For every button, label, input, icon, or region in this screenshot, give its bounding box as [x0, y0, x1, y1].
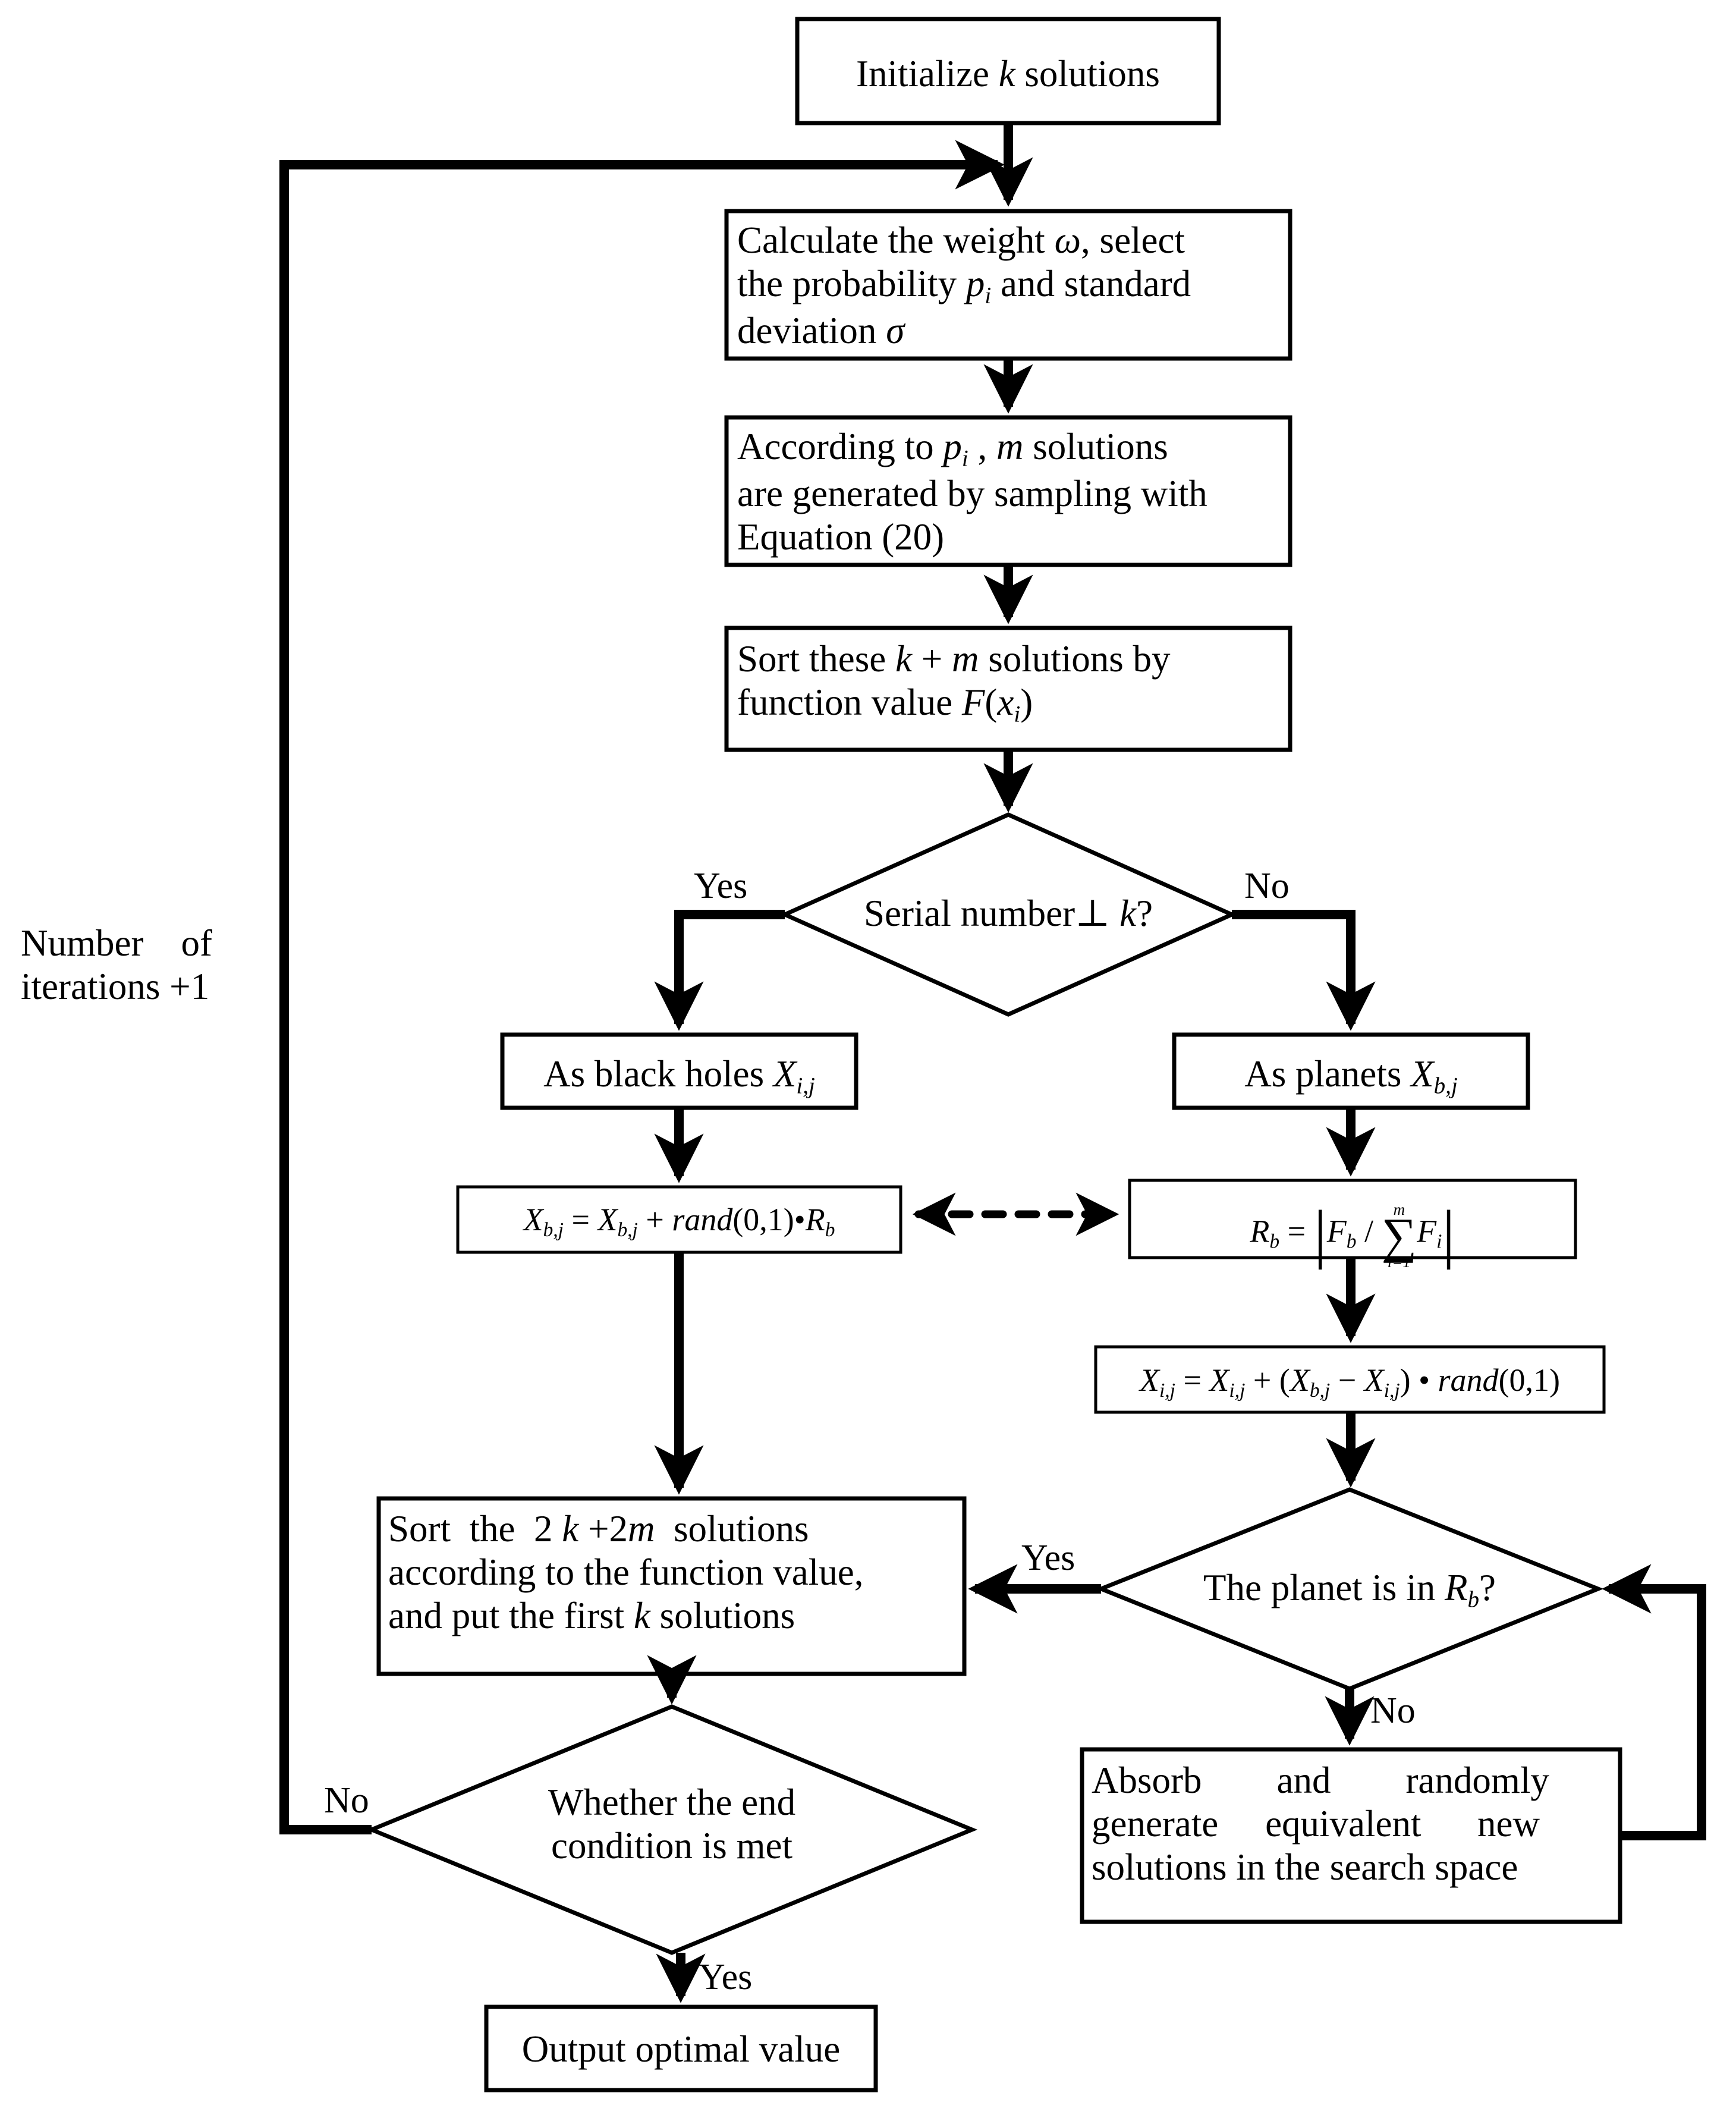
node-planet-in-rb-label: The planet is in Rb?	[1203, 1567, 1496, 1613]
node-black-holes-label: As black holes Xi,j	[543, 1053, 815, 1099]
node-planets[interactable]	[1172, 1032, 1530, 1110]
node-initialize[interactable]	[795, 17, 1221, 125]
node-output[interactable]	[484, 2004, 878, 2092]
edge-label-end-yes: Yes	[699, 1957, 753, 1997]
node-initialize-label: Initialize k solutions	[856, 53, 1160, 95]
node-sort-km[interactable]	[724, 626, 1292, 752]
edge-label-planet-no: No	[1370, 1691, 1416, 1731]
node-serial-decision-label: Serial number⊥ k?	[863, 893, 1153, 934]
edge-absorb-loop-back	[1602, 1564, 1706, 1840]
node-formula-rb[interactable]	[1128, 1179, 1577, 1259]
node-end-condition[interactable]	[366, 1704, 978, 1955]
edge-endcond-no-loop	[279, 140, 1005, 1834]
node-serial-decision[interactable]	[779, 812, 1237, 1017]
node-formula-xij[interactable]	[1094, 1345, 1606, 1414]
node-formula-xbj-label: Xb,j = Xb,j + rand(0,1)•Rb	[523, 1202, 835, 1242]
edge-label-serial-yes: Yes	[694, 866, 748, 906]
edge-label-planet-yes: Yes	[1021, 1538, 1075, 1578]
node-output-label: Output optimal value	[521, 2028, 841, 2070]
node-planets-label: As planets Xb,j	[1244, 1053, 1458, 1099]
node-sampling[interactable]	[724, 415, 1292, 567]
edge-label-serial-no: No	[1244, 866, 1290, 906]
node-formula-xbj[interactable]	[456, 1185, 902, 1254]
edge-serial-no	[1232, 910, 1376, 1031]
edge-serial-yes	[654, 910, 785, 1031]
node-absorb[interactable]	[1080, 1747, 1622, 1924]
node-calc-weight[interactable]	[724, 209, 1292, 361]
edge-label-end-no: No	[324, 1780, 369, 1821]
node-formula-xij-label: Xi,j = Xi,j + (Xb,j − Xi,j) • rand(0,1)	[1139, 1362, 1561, 1402]
